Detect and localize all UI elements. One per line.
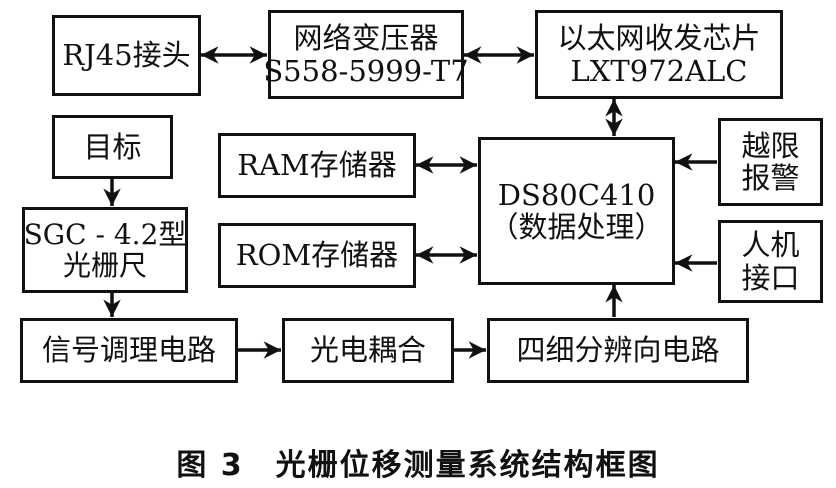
block-mcu: DS80C410 （数据处理） (478, 137, 675, 285)
block-quad-subdivision: 四细分辨向电路 (487, 318, 749, 383)
block-sublabel: 接口 (741, 260, 800, 295)
block-label: ROM存储器 (235, 238, 399, 273)
block-label: RAM存储器 (237, 148, 397, 183)
block-label: 越限 (741, 128, 800, 163)
block-sublabel: LXT972ALC (570, 53, 748, 88)
block-label: DS80C410 (497, 177, 656, 212)
block-label: 四细分辨向电路 (516, 333, 720, 368)
block-network-transformer: 网络变压器 S558-5999-T7 (263, 10, 469, 99)
block-label: 光电耦合 (309, 333, 426, 368)
block-sublabel: 光栅尺 (62, 249, 147, 282)
block-sublabel: （数据处理） (489, 210, 664, 244)
block-optocoupler: 光电耦合 (282, 318, 454, 383)
block-hmi: 人机 接口 (718, 220, 823, 303)
block-signal-conditioning: 信号调理电路 (20, 318, 238, 383)
block-sublabel: 报警 (741, 161, 800, 195)
block-label: 人机 (741, 228, 800, 263)
block-label: RJ45接头 (62, 38, 191, 73)
block-label: 网络变压器 (293, 21, 439, 56)
figure-caption: 图 3 光栅位移测量系统结构框图 (176, 448, 660, 483)
block-grating-ruler: SGC - 4.2型 光栅尺 (22, 207, 188, 293)
block-limit-alarm: 越限 报警 (718, 118, 823, 206)
block-rj45: RJ45接头 (52, 15, 201, 96)
block-label: 信号调理电路 (41, 333, 216, 368)
block-label: 目标 (83, 129, 142, 164)
block-ethernet-phy: 以太网收发芯片 LXT972ALC (535, 10, 783, 99)
block-label: 以太网收发芯片 (557, 21, 761, 56)
block-rom: ROM存储器 (218, 223, 416, 288)
block-target: 目标 (52, 115, 173, 179)
block-sublabel: S558-5999-T7 (263, 53, 469, 88)
block-label: SGC - 4.2型 (23, 217, 187, 251)
block-ram: RAM存储器 (218, 133, 416, 198)
